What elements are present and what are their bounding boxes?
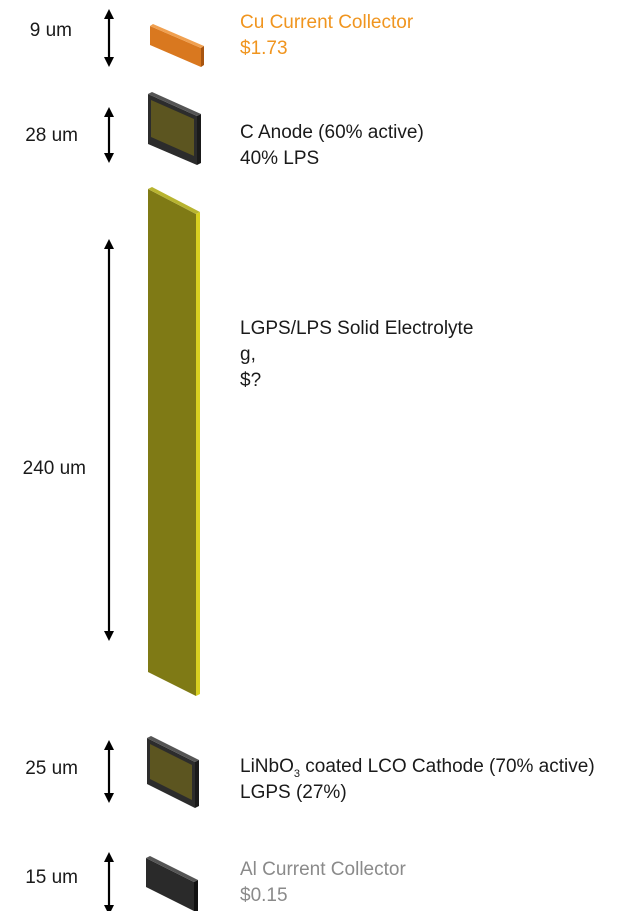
- al-current-collector-layer: [146, 856, 198, 911]
- cu-collector-label: Cu Current Collector $1.73: [240, 10, 413, 62]
- thickness-label-anode: 28 um: [25, 125, 78, 146]
- electrolyte-mass: g,: [240, 344, 256, 365]
- electrolyte-label: LGPS/LPS Solid Electrolyte g, $?: [240, 316, 473, 394]
- cathode-label: LiNbO3 coated LCO Cathode (70% active) L…: [240, 754, 595, 806]
- electrolyte-name: LGPS/LPS Solid Electrolyte: [240, 318, 474, 339]
- cathode-layer: [147, 736, 199, 808]
- thickness-label-cathode: 25 um: [25, 758, 78, 779]
- thickness-label-cu: 9 um: [29, 20, 72, 41]
- thickness-label-electrolyte: 240 um: [22, 458, 86, 479]
- anode-composition: 40% LPS: [240, 148, 320, 169]
- thickness-label-al: 15 um: [25, 867, 78, 888]
- cu-collector-name: Cu Current Collector: [240, 12, 414, 33]
- al-collector-name: Al Current Collector: [240, 859, 406, 880]
- cu-collector-cost: $1.73: [240, 38, 288, 59]
- anode-label: C Anode (60% active) 40% LPS: [240, 120, 424, 172]
- electrolyte-cost: $?: [240, 370, 262, 391]
- solid-electrolyte-layer: [148, 187, 200, 696]
- c-anode-layer: [148, 92, 201, 165]
- cathode-composition: LGPS (27%): [240, 782, 347, 803]
- cathode-name: LiNbO3 coated LCO Cathode (70% active): [240, 756, 595, 780]
- al-collector-cost: $0.15: [240, 885, 288, 906]
- al-collector-label: Al Current Collector $0.15: [240, 857, 406, 909]
- cu-current-collector-layer: [150, 24, 204, 67]
- anode-name: C Anode (60% active): [240, 122, 424, 143]
